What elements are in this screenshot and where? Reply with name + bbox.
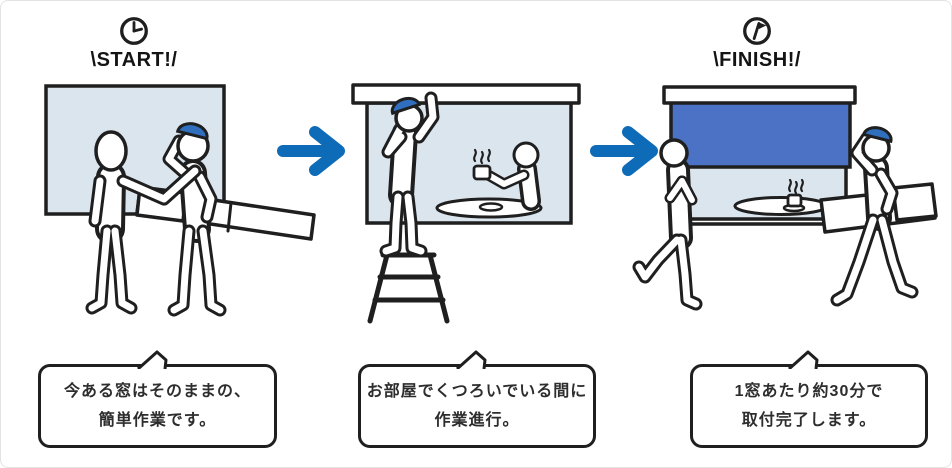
worker-figure [830, 126, 919, 307]
resident-figure [85, 130, 202, 315]
window-rail [351, 83, 581, 105]
caption-bubble-finish: 1窓あたり約30分で 取付完了します。 [690, 350, 928, 448]
steam-lines [473, 148, 491, 165]
caption-line: お部屋でくつろいでいる間に [366, 383, 588, 400]
start-badge: \START!/ [59, 14, 209, 72]
arrow-right-icon [277, 126, 345, 176]
stepladder [367, 252, 450, 324]
caption-line: 簡単作業です。 [98, 412, 217, 429]
roller-shade [669, 99, 852, 169]
resident-figure [632, 138, 703, 311]
start-label: \START!/ [90, 49, 178, 71]
caption-line: 作業進行。 [434, 412, 520, 429]
resident-figure [484, 141, 541, 211]
finish-illustration [632, 85, 938, 311]
clock-icon [120, 17, 148, 45]
worker-cap [175, 122, 209, 141]
finish-badge: \FINISH!/ [679, 14, 835, 72]
worker-figure [379, 91, 440, 258]
bubble-tail [455, 350, 487, 369]
plate [478, 202, 504, 212]
coffee-cup [782, 178, 806, 213]
caption-bubble-start: 今ある窓はそのままの、 簡単作業です。 [38, 350, 277, 448]
finish-label: \FINISH!/ [713, 49, 801, 71]
worker-figure [162, 122, 227, 317]
arrow-right-icon [590, 126, 658, 176]
caption-line: 今ある窓はそのままの、 [63, 383, 251, 400]
worker-cap [390, 96, 422, 116]
worker-cap [861, 126, 893, 144]
caption-bubble-progress: お部屋でくつろいでいる間に 作業進行。 [358, 350, 596, 448]
coffee-cup [472, 148, 492, 181]
bubble-tail [787, 350, 819, 369]
round-table [733, 196, 829, 216]
bubble-tail [136, 350, 167, 369]
start-illustration [44, 84, 316, 317]
progress-illustration [351, 83, 581, 324]
steam-lines [788, 178, 804, 195]
caption-line: 取付完了します。 [741, 412, 877, 429]
caption-line: 1窓あたり約30分で [734, 383, 884, 400]
finish-flag-icon [743, 17, 771, 45]
window-rail [662, 85, 857, 105]
